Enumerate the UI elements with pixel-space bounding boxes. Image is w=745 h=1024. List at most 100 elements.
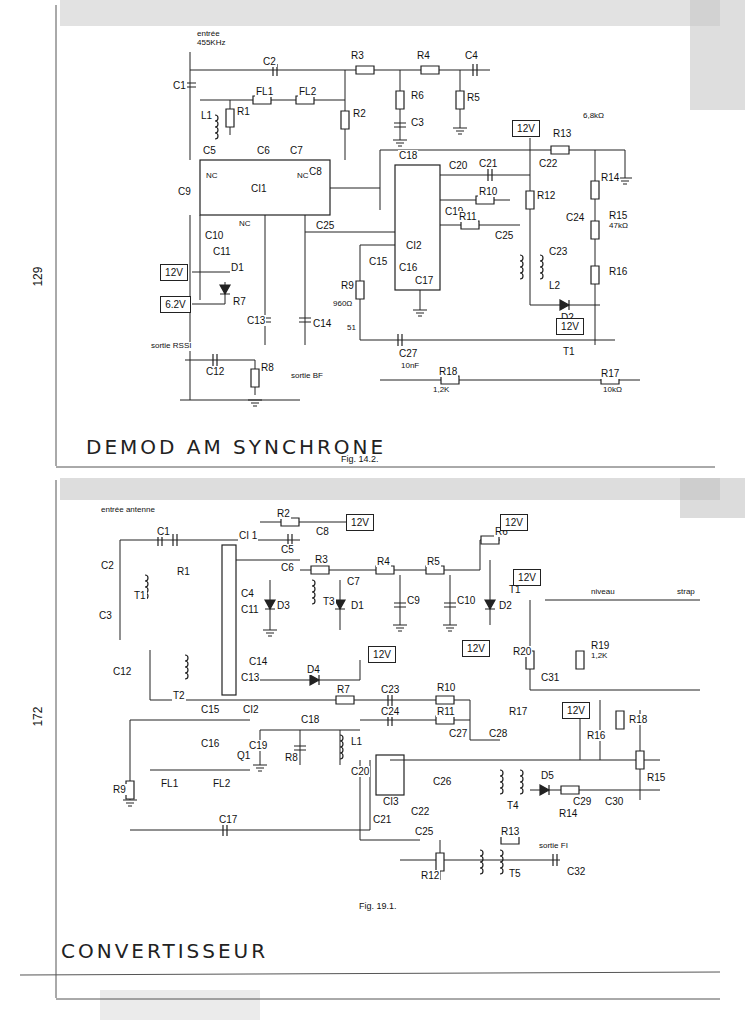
part-label: FL2 [212,778,231,789]
part-label: FL2 [298,86,317,97]
part-label: R20 [512,646,532,657]
part-label: D2 [498,600,513,611]
note-label: NC [296,172,310,181]
part-label: C2 [100,560,115,571]
part-label: D1 [350,600,365,611]
diode-symbol [335,600,345,609]
wire [150,650,151,700]
note-label: 960Ω [332,300,353,309]
note-label: NC [238,220,252,229]
note-label: entrée antenne [100,506,156,515]
wire [150,700,240,701]
supply-box: 12V [500,514,528,531]
note-label: 10kΩ [602,386,623,395]
coil-symbol [215,115,218,139]
part-label: C13 [246,315,266,326]
part-label: R5 [426,556,441,567]
wire [440,200,510,201]
part-label: C17 [414,275,434,286]
note-label: sortie RSSI [150,342,192,351]
part-label: R15 [608,210,628,221]
ground-symbol [248,400,262,406]
part-label: R2 [276,508,291,519]
part-label: C21 [478,158,498,169]
part-label: R4 [376,556,391,567]
capacitor-symbol [444,603,456,607]
page-border [56,5,57,466]
part-label: C29 [572,796,592,807]
part-label: D3 [276,600,291,611]
part-label: R13 [552,128,572,139]
part-label: C10 [204,230,224,241]
part-label: R11 [436,706,456,717]
resistor-symbol [591,181,599,199]
resistor-symbol [561,786,579,794]
note-label: 1,2K [590,652,608,661]
resistor-symbol [481,536,499,544]
part-label: T4 [506,800,520,811]
ic-package [395,165,440,290]
capacitor-symbol [223,824,227,836]
resistor-symbol [591,266,599,284]
resistor-symbol [551,146,569,154]
part-label: T5 [508,868,522,879]
ground-symbol [253,765,267,771]
figure-caption: Fig. 14.2. [340,455,380,465]
resistor-symbol [253,96,271,104]
part-label: R14 [558,808,578,819]
diode-symbol [485,600,495,609]
resistor-symbol [476,196,494,204]
wire [390,760,660,761]
part-label: C4 [464,50,479,61]
wire [400,860,560,861]
part-label: R6 [410,90,425,101]
wire [305,215,395,232]
part-label: R19 [590,640,610,651]
diode-symbol [540,785,549,795]
scan-shading [690,0,745,110]
handwritten-title: CONVERTISSEUR [60,940,269,962]
voltage-text: 6.2V [165,299,186,310]
note-label: sortie FI [538,842,569,851]
part-label: C25 [315,220,335,231]
part-label: C3 [410,117,425,128]
resistor-symbol [356,281,364,299]
ic-package [200,160,330,215]
capacitor-symbol [394,123,406,127]
part-label: CI 1 [238,530,258,541]
resistor-symbol [436,696,454,704]
ground-symbol [393,140,407,146]
note-label: 47kΩ [608,222,629,231]
diode-symbol [310,675,319,685]
part-label: C4 [240,588,255,599]
capacitor-symbol [173,534,177,546]
part-label: R12 [420,870,440,881]
voltage-text: 12V [351,517,369,528]
part-label: C20 [350,766,370,777]
part-label: CI3 [382,796,400,807]
wire [200,215,201,300]
part-label: C26 [432,776,452,787]
scan-shading [60,478,720,500]
part-label: C14 [312,318,332,329]
supply-box: 6.2V [160,296,191,313]
part-label: C15 [368,256,388,267]
part-label: C24 [565,212,585,223]
ground-symbol [263,630,277,636]
resistor-symbol [576,651,584,669]
note-label: 51 [346,324,357,333]
capacitor-symbol [294,746,306,750]
part-label: R7 [232,296,247,307]
note-label: 1,2K [432,386,450,395]
resistor-symbol [526,191,534,209]
figure-caption: Fig. 19.1. [358,902,398,912]
part-label: C10 [456,595,476,606]
wire [180,400,300,401]
part-label: R7 [336,684,351,695]
part-label: C2 [262,56,277,67]
wire [595,150,596,345]
resistor-symbol [376,566,394,574]
note-label: 10nF [400,362,420,371]
supply-box: 12V [556,318,584,335]
page-border [20,972,720,975]
